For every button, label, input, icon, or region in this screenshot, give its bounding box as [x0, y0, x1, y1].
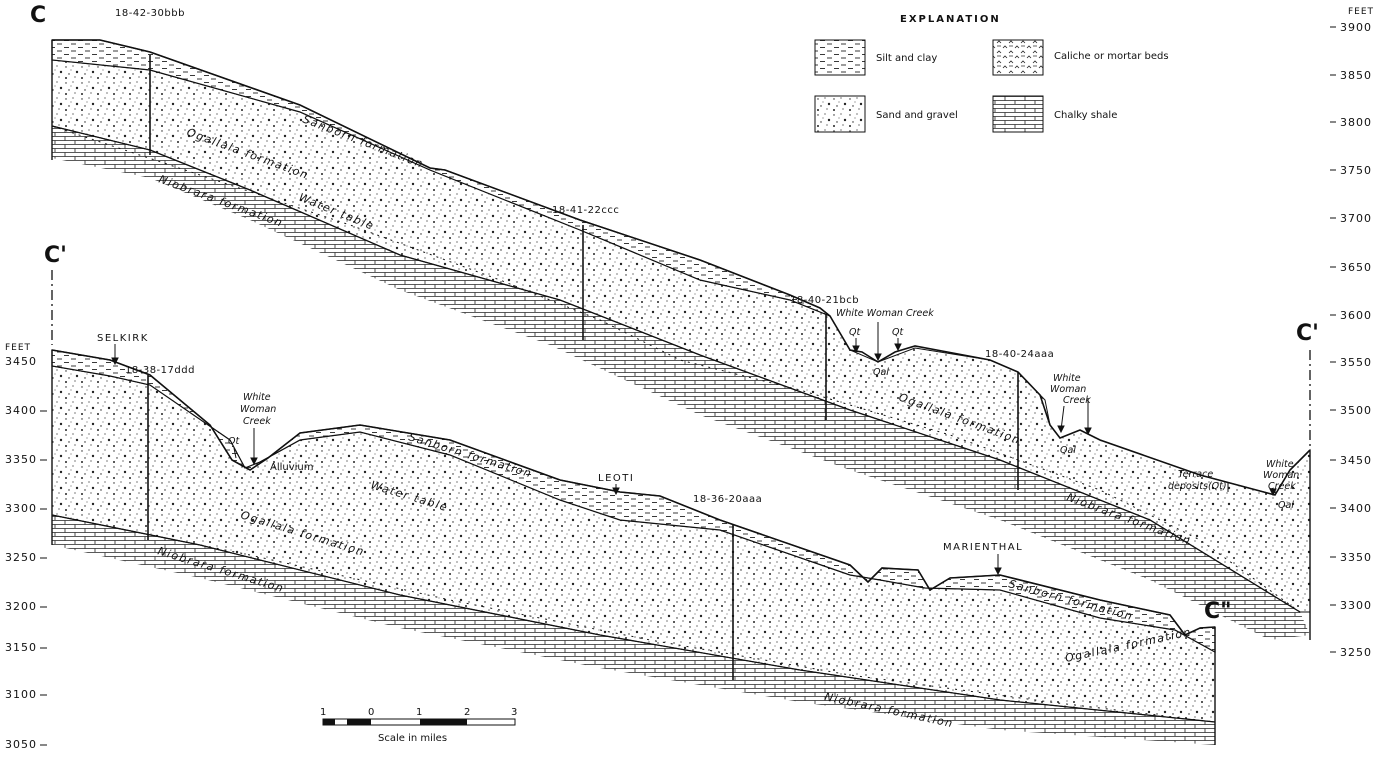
right-axis-tick: 3450: [1340, 454, 1372, 467]
scale-tick: 1: [416, 707, 422, 718]
well-label-18-40-24aaa: 18-40-24aaa: [985, 349, 1054, 360]
upper-creek-label-1: White Woman Creek: [836, 308, 934, 319]
well-label-18-42-30bbb: 18-42-30bbb: [115, 8, 185, 19]
left-axis-tick: 3450: [5, 355, 37, 368]
upper-creek-label-3-line-2: Woman: [1263, 470, 1299, 481]
upper-creek-label-2-line-3: Creek: [1063, 395, 1091, 406]
section-label-c-double-prime: C": [1204, 599, 1232, 624]
scale-label: Scale in miles: [378, 733, 447, 744]
legend-title: EXPLANATION: [900, 14, 1001, 25]
left-axis-tick: 3200: [5, 600, 37, 613]
left-axis-tick: 3350: [5, 453, 37, 466]
upper-qal-label-1: Qal: [873, 367, 889, 378]
scale-bar: 1 0 1 2 3 Scale in miles: [320, 707, 517, 744]
scale-tick: 2: [464, 707, 470, 718]
lower-alluvium-label: Alluvium: [270, 462, 314, 473]
section-label-c-prime-left: C': [44, 243, 67, 268]
right-axis-tick: 3500: [1340, 404, 1372, 417]
right-axis-tick: 3550: [1340, 356, 1372, 369]
lower-qt-label: Qt: [228, 436, 240, 447]
place-label-selkirk: SELKIRK: [97, 333, 149, 344]
right-axis-tick: 3750: [1340, 164, 1372, 177]
right-axis-tick: 3600: [1340, 309, 1372, 322]
well-label-18-38-17ddd: 18-38-17ddd: [125, 365, 195, 376]
left-axis-tick: 3050: [5, 738, 37, 751]
right-axis-unit: FEET: [1348, 7, 1374, 17]
upper-terrace-label-line-1: Terrace: [1178, 469, 1213, 480]
upper-qt-label-2: Qt: [892, 327, 904, 338]
right-axis-tick: 3800: [1340, 116, 1372, 129]
lower-creek-label-line-3: Creek: [243, 416, 271, 427]
upper-terrace-label-line-2: deposits(Qt): [1168, 481, 1227, 492]
legend-swatch-sand-gravel: [815, 96, 865, 132]
upper-creek-label-2-line-2: Woman: [1050, 384, 1086, 395]
explanation-legend: EXPLANATION Silt and clay Caliche or mor…: [815, 14, 1169, 132]
right-axis-tick: 3400: [1340, 502, 1372, 515]
left-axis-unit: FEET: [5, 343, 31, 353]
upper-qt-label-1: Qt: [849, 327, 861, 338]
legend-label-sand-gravel: Sand and gravel: [876, 110, 958, 121]
section-label-c-prime-right: C': [1296, 321, 1319, 346]
left-elevation-axis: FEET 3450 3400 3350 3300 3250 3200 3150 …: [5, 343, 47, 751]
legend-label-caliche: Caliche or mortar beds: [1054, 51, 1169, 62]
scale-tick: 0: [368, 707, 374, 718]
legend-label-chalky-shale: Chalky shale: [1054, 110, 1117, 121]
well-label-18-41-22ccc: 18-41-22ccc: [552, 205, 619, 216]
upper-qal-label-3: Qal: [1278, 500, 1294, 511]
legend-swatch-caliche: [993, 40, 1043, 75]
scale-tick: 1: [320, 707, 326, 718]
right-axis-tick: 3650: [1340, 261, 1372, 274]
section-label-c: C: [30, 3, 46, 28]
left-axis-tick: 3400: [5, 404, 37, 417]
right-axis-tick: 3900: [1340, 21, 1372, 34]
left-axis-tick: 3250: [5, 551, 37, 564]
scale-tick: 3: [511, 707, 517, 718]
right-axis-tick: 3350: [1340, 551, 1372, 564]
place-label-leoti: LEOTI: [598, 473, 634, 484]
upper-creek-label-2-line-1: White: [1053, 373, 1081, 384]
place-label-marienthal: MARIENTHAL: [943, 542, 1023, 553]
right-elevation-axis: FEET 3900 3850 3800 3750 3700 3650 3600 …: [1330, 7, 1374, 659]
right-axis-tick: 3700: [1340, 212, 1372, 225]
lower-creek-label-line-2: Woman: [240, 404, 276, 415]
right-axis-tick: 3850: [1340, 69, 1372, 82]
left-axis-tick: 3300: [5, 502, 37, 515]
upper-qal-label-2: Qal: [1060, 445, 1076, 456]
well-label-18-40-21bcb: 18-40-21bcb: [790, 295, 859, 306]
lower-creek-label-line-1: White: [243, 392, 271, 403]
left-axis-tick: 3100: [5, 688, 37, 701]
legend-label-silt-clay: Silt and clay: [876, 53, 937, 64]
legend-swatch-silt-clay: [815, 40, 865, 75]
left-axis-tick: 3150: [5, 641, 37, 654]
well-label-18-36-20aaa: 18-36-20aaa: [693, 494, 762, 505]
right-axis-tick: 3250: [1340, 646, 1372, 659]
right-axis-tick: 3300: [1340, 599, 1372, 612]
upper-creek-label-3-line-1: White: [1266, 459, 1294, 470]
legend-swatch-chalky-shale: [993, 96, 1043, 132]
